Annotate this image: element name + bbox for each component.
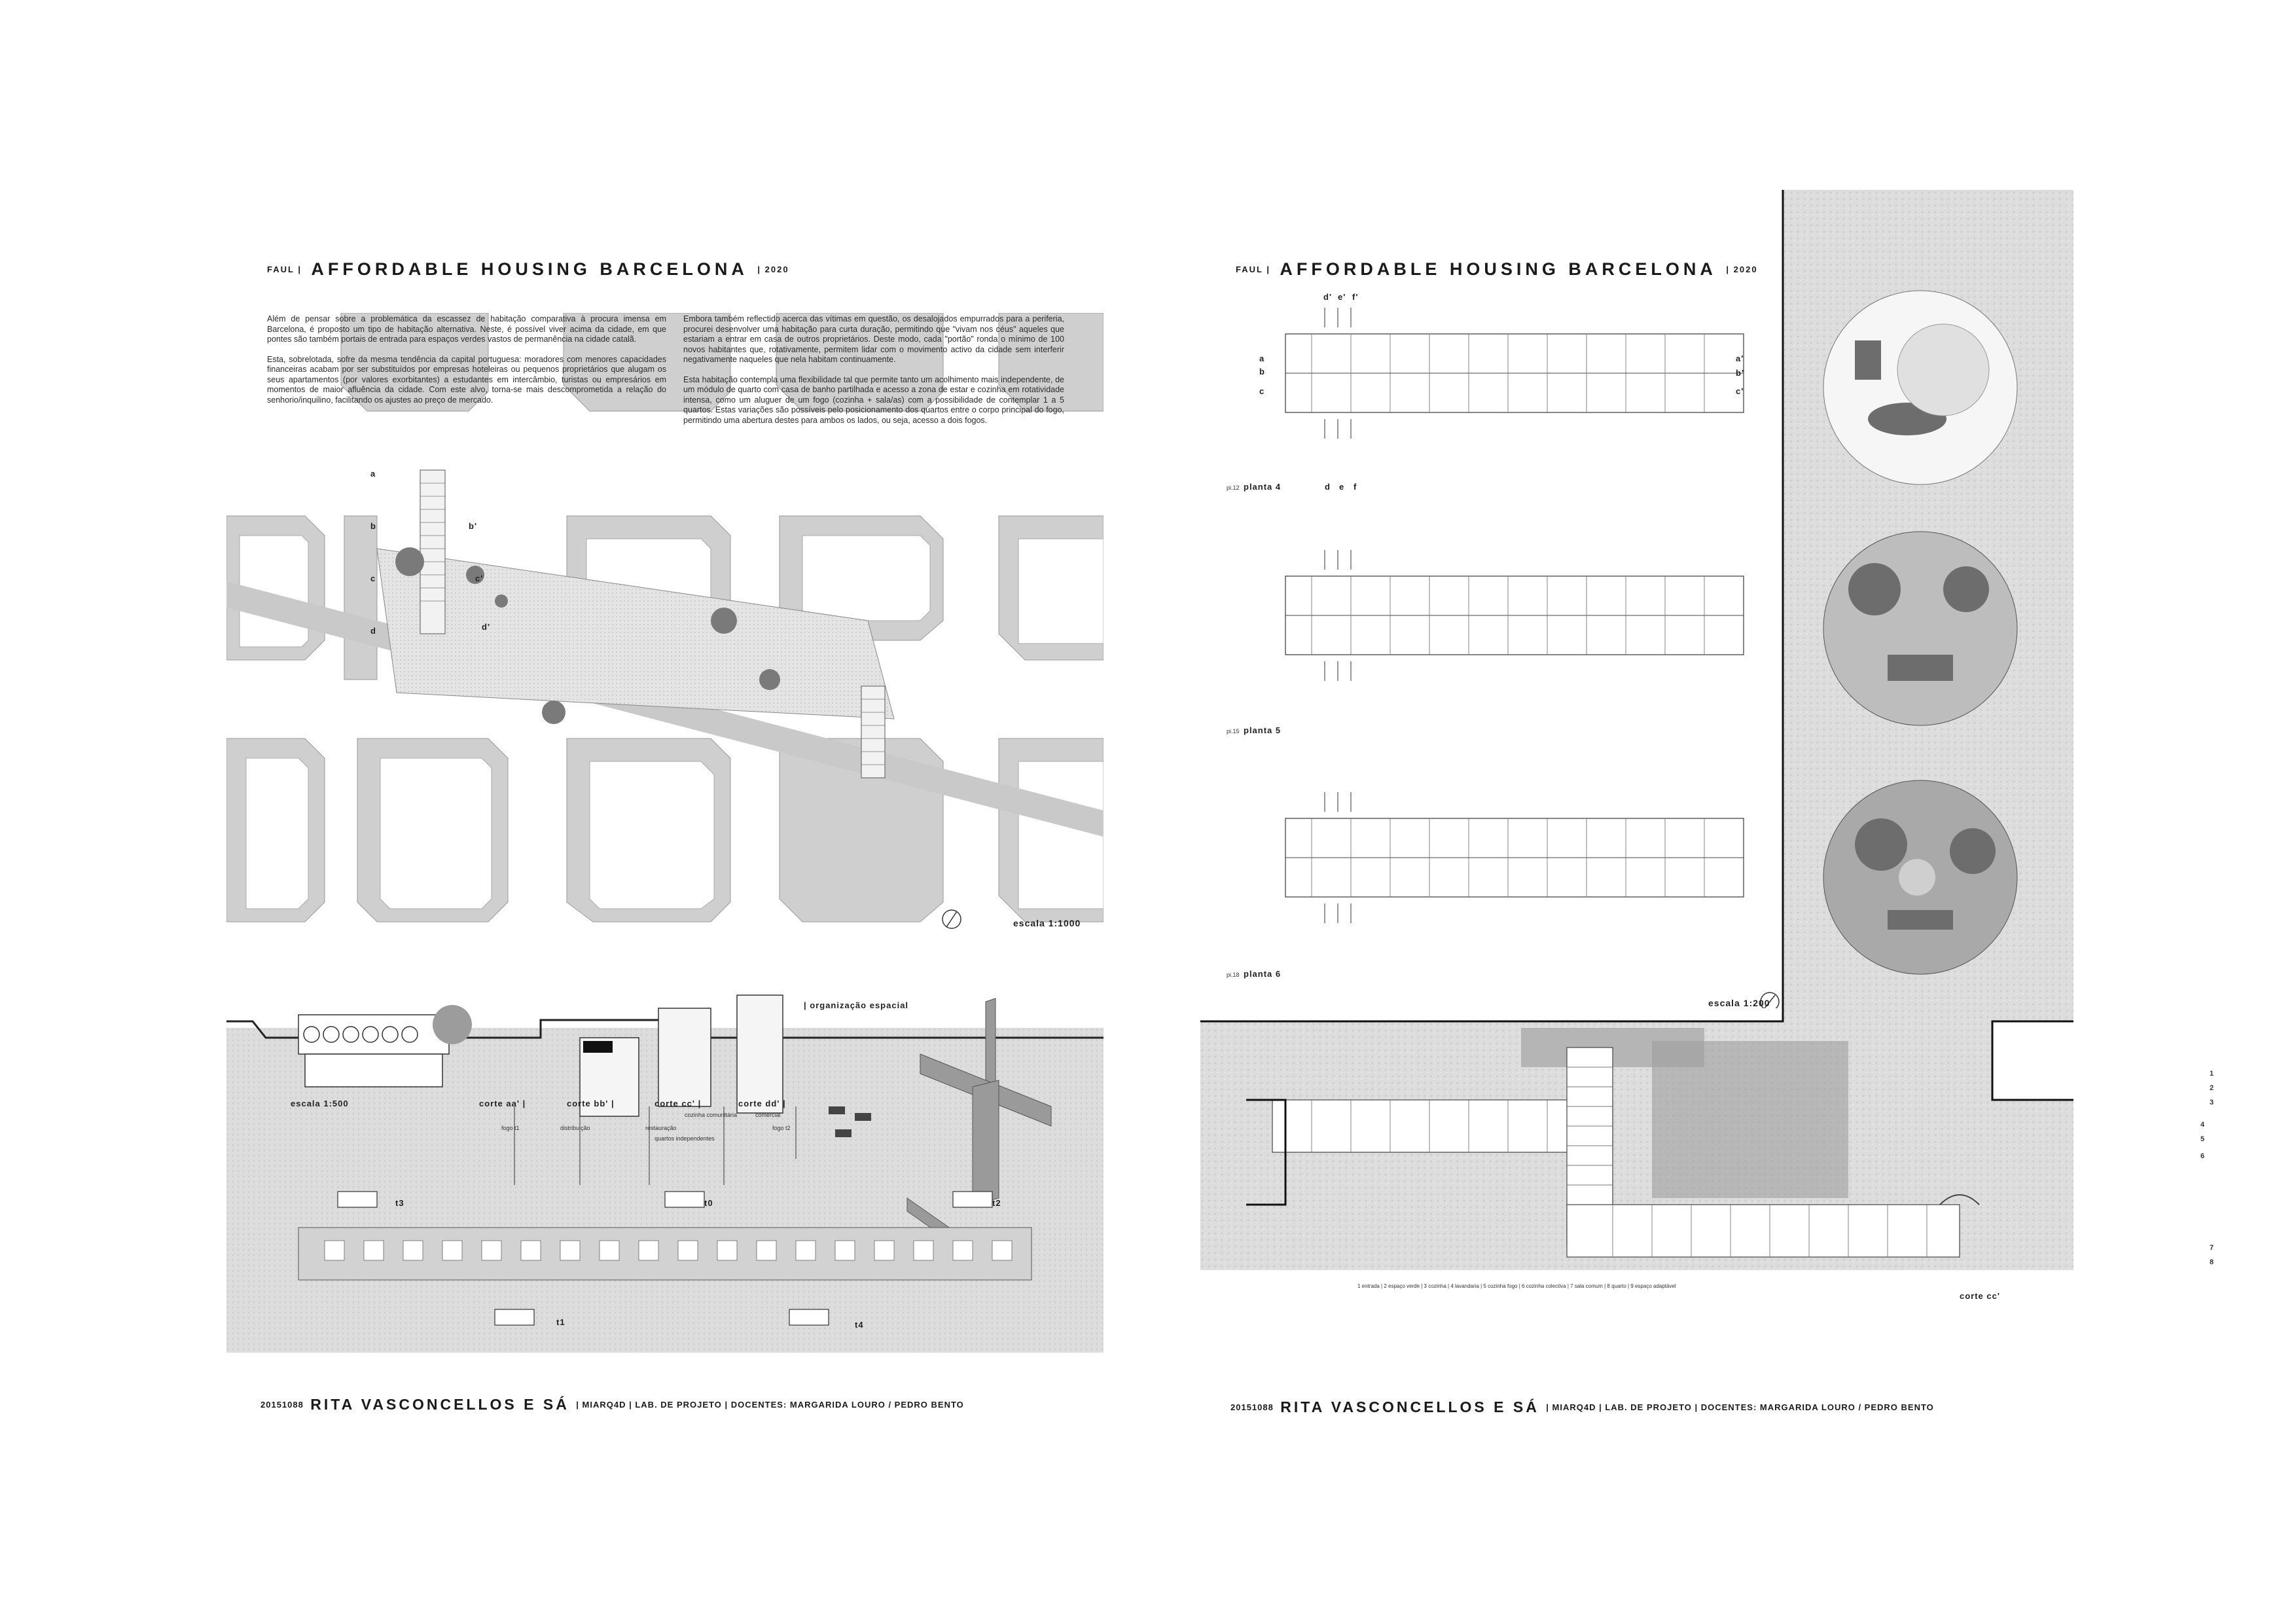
- cut-cc-title: corte cc' |: [655, 1099, 702, 1108]
- section-heading: | organização espacial: [804, 1000, 909, 1010]
- cut-bb-title: corte bb' |: [567, 1099, 615, 1108]
- cut-mark-top-d: d': [1323, 292, 1333, 302]
- typology-t4: t4: [855, 1320, 864, 1330]
- plan-5-label: planta 5: [1244, 725, 1282, 735]
- typology-t0: t0: [704, 1198, 713, 1208]
- right-footer: 20151088 RITA VASCONCELLOS E SÁ | MIARQ4…: [1230, 1398, 1934, 1416]
- plans-scale: escala 1:200: [1708, 998, 1770, 1008]
- cut-mark-bot-e: e: [1339, 482, 1345, 492]
- sec-num-1: 1: [2210, 1070, 2214, 1078]
- floor-plans: [1285, 308, 1780, 1008]
- map-label-c: c: [370, 574, 376, 583]
- intro-text-col1: Além de pensar sobre a problemática da e…: [267, 314, 666, 415]
- typology-t1: t1: [556, 1317, 565, 1327]
- typology-t2: t2: [992, 1198, 1001, 1208]
- cut-cc-sub: cozinha comunitária: [685, 1112, 738, 1118]
- right-texture: [1200, 190, 2073, 1270]
- plan-5-prefix: pi.15: [1227, 728, 1240, 735]
- map-label-a: a: [370, 469, 376, 479]
- header-prefix: FAUL |: [1236, 264, 1270, 274]
- footer-id: 20151088: [260, 1400, 304, 1410]
- left-sheet: FAUL | AFFORDABLE HOUSING BARCELONA | 20…: [226, 259, 1103, 1413]
- section-scale: escala 1:500: [291, 1099, 349, 1108]
- header-title: AFFORDABLE HOUSING BARCELONA: [1280, 259, 1717, 279]
- header-suffix: | 2020: [757, 264, 789, 274]
- plan-4-label: planta 4: [1244, 482, 1282, 492]
- cut-mark-top-e: e': [1338, 292, 1346, 302]
- side-mark-a: a: [1259, 354, 1265, 363]
- map-label-c2: c': [475, 574, 484, 583]
- cut-bb-sub: distribuição: [560, 1125, 590, 1131]
- section-cc-label: corte cc': [1960, 1291, 2000, 1301]
- footer-name: RITA VASCONCELLOS E SÁ: [310, 1396, 569, 1413]
- cut-mark-bot-f: f: [1354, 482, 1357, 492]
- col2-p2: Esta habitação contempla uma flexibilida…: [683, 374, 1064, 425]
- sec-num-5: 5: [2200, 1135, 2205, 1143]
- right-sheet: FAUL | AFFORDABLE HOUSING BARCELONA | 20…: [1148, 0, 2296, 1623]
- cut-dd-sub: comercial: [755, 1112, 781, 1118]
- side-mark-c2: c': [1736, 386, 1744, 396]
- cut-mark-top-f: f': [1352, 292, 1359, 302]
- col2-p1: Embora também reflectido acerca das víti…: [683, 314, 1064, 364]
- footer-rest: | MIARQ4D | LAB. DE PROJETO | DOCENTES: …: [576, 1400, 964, 1410]
- cut-quartos: quartos independentes: [655, 1135, 715, 1142]
- cut-fogo-t2: fogo t2: [772, 1125, 791, 1131]
- sec-num-6: 6: [2200, 1152, 2205, 1160]
- header-prefix: FAUL |: [267, 264, 302, 274]
- cut-restauracao: restauração: [645, 1125, 677, 1131]
- cut-dd-title: corte dd' |: [738, 1099, 786, 1108]
- section-cc: [1246, 1028, 1980, 1258]
- map-label-d: d: [370, 626, 376, 636]
- footer-name: RITA VASCONCELLOS E SÁ: [1280, 1398, 1539, 1415]
- left-header: FAUL | AFFORDABLE HOUSING BARCELONA | 20…: [267, 259, 789, 280]
- intro-text-col2: Embora também reflectido acerca das víti…: [683, 314, 1064, 435]
- map-label-b2: b': [469, 521, 478, 531]
- typology-t3: t3: [395, 1198, 404, 1208]
- section-legend: 1 entrada | 2 espaço verde | 3 cozinha |…: [1357, 1283, 1676, 1289]
- header-suffix: | 2020: [1726, 264, 1758, 274]
- cut-aa-title: corte aa' |: [479, 1099, 526, 1108]
- cut-mark-bot-d: d: [1325, 482, 1331, 492]
- right-header: FAUL | AFFORDABLE HOUSING BARCELONA | 20…: [1236, 259, 1758, 280]
- sec-num-4: 4: [2200, 1121, 2205, 1129]
- urban-plan: [226, 313, 1103, 936]
- side-mark-b: b: [1259, 367, 1265, 376]
- plan-6-label: planta 6: [1244, 969, 1282, 979]
- header-title: AFFORDABLE HOUSING BARCELONA: [311, 259, 748, 279]
- side-mark-b2: b': [1736, 368, 1745, 378]
- map-label-d2: d': [482, 622, 491, 632]
- map-label-b: b: [370, 521, 376, 531]
- sec-num-8: 8: [2210, 1258, 2214, 1266]
- cut-aa-sub: fogo t1: [501, 1125, 520, 1131]
- footer-rest: | MIARQ4D | LAB. DE PROJETO | DOCENTES: …: [1546, 1402, 1934, 1412]
- col1-p1: Além de pensar sobre a problemática da e…: [267, 314, 666, 344]
- section-area: [226, 994, 1103, 1353]
- footer-id: 20151088: [1230, 1402, 1274, 1412]
- col1-p2: Esta, sobrelotada, sofre da mesma tendên…: [267, 354, 666, 405]
- left-footer: 20151088 RITA VASCONCELLOS E SÁ | MIARQ4…: [260, 1396, 964, 1413]
- side-mark-a2: a': [1736, 354, 1744, 363]
- sec-num-3: 3: [2210, 1099, 2214, 1106]
- plan-4-prefix: pi.12: [1227, 484, 1240, 491]
- side-mark-c: c: [1259, 386, 1265, 396]
- plan-scale: escala 1:1000: [1013, 918, 1081, 928]
- plan-6-prefix: pi.18: [1227, 972, 1240, 978]
- sec-num-2: 2: [2210, 1084, 2214, 1092]
- sec-num-7: 7: [2210, 1244, 2214, 1252]
